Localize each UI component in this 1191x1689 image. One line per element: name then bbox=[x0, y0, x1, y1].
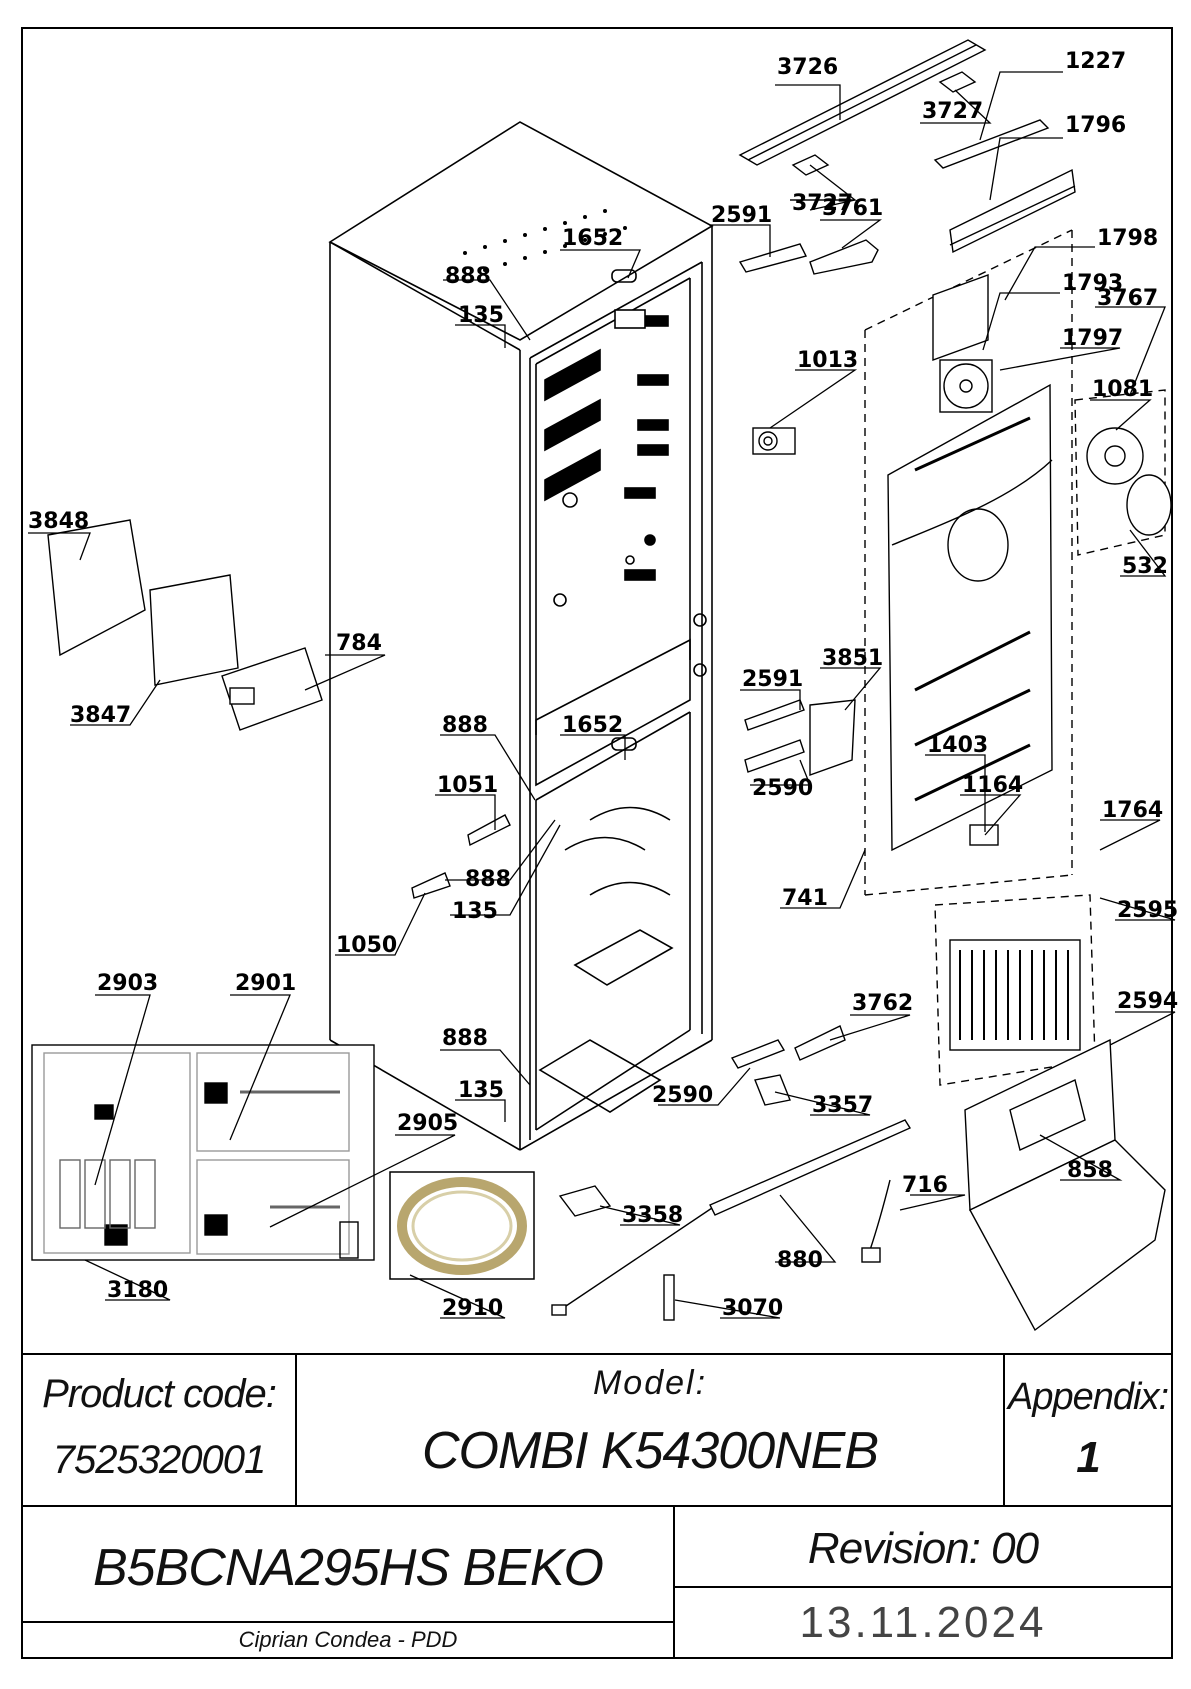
callout-1793: 1793 bbox=[1062, 271, 1123, 296]
callout-1797: 1797 bbox=[1062, 326, 1123, 351]
callout-3727: 3727 bbox=[922, 99, 983, 124]
callout-888: 888 bbox=[445, 264, 491, 289]
fan-duct-assembly bbox=[864, 229, 1073, 896]
callout-2594: 2594 bbox=[1117, 989, 1178, 1014]
callout-888: 888 bbox=[442, 713, 488, 738]
callout-3851: 3851 bbox=[822, 646, 883, 671]
product-code-label: Product code: bbox=[42, 1371, 277, 1416]
callout-1227: 1227 bbox=[1065, 49, 1126, 74]
callout-3727: 3727 bbox=[792, 191, 853, 216]
callout-784: 784 bbox=[336, 631, 382, 656]
condenser-coil bbox=[934, 894, 1096, 1086]
top-trim-parts bbox=[738, 39, 1076, 455]
callout-labels: 3726 1227 3727 1796 3727 3761 2591 1652 … bbox=[28, 49, 1178, 1321]
callout-532: 532 bbox=[1122, 554, 1168, 579]
leader-lines bbox=[28, 71, 1176, 1319]
revision: Revision: 00 bbox=[807, 1524, 1039, 1573]
callout-1796: 1796 bbox=[1065, 113, 1126, 138]
appendix-value: 1 bbox=[1076, 1433, 1100, 1482]
sheet-border bbox=[21, 27, 1173, 1659]
compressor-cover bbox=[964, 1038, 1166, 1332]
callout-2903: 2903 bbox=[97, 971, 158, 996]
callout-1652: 1652 bbox=[562, 226, 623, 251]
callout-3761: 3761 bbox=[822, 196, 883, 221]
callout-1081: 1081 bbox=[1092, 377, 1153, 402]
title-block-grid bbox=[22, 1353, 1172, 1658]
callout-135: 135 bbox=[458, 303, 504, 328]
callout-716: 716 bbox=[902, 1173, 948, 1198]
callout-1164: 1164 bbox=[962, 773, 1023, 798]
callout-2590: 2590 bbox=[652, 1083, 713, 1108]
callout-858: 858 bbox=[1067, 1158, 1113, 1183]
callout-2901: 2901 bbox=[235, 971, 296, 996]
rear-cover-panels bbox=[47, 519, 323, 731]
callout-2591: 2591 bbox=[742, 667, 803, 692]
revision-date: 13.11.2024 bbox=[799, 1598, 1047, 1647]
callout-2595: 2595 bbox=[1117, 898, 1178, 923]
callout-3848: 3848 bbox=[28, 509, 89, 534]
callout-1764: 1764 bbox=[1102, 798, 1163, 823]
bottom-parts bbox=[551, 1025, 912, 1321]
callout-741: 741 bbox=[782, 886, 828, 911]
callout-1798: 1798 bbox=[1097, 226, 1158, 251]
callout-1403: 1403 bbox=[927, 733, 988, 758]
callout-888: 888 bbox=[465, 867, 511, 892]
label-sheet bbox=[31, 1044, 375, 1261]
product-name: B5BCNA295HS BEKO bbox=[92, 1539, 604, 1597]
cabinet-body bbox=[328, 121, 714, 1151]
callout-1050: 1050 bbox=[336, 933, 397, 958]
middle-brackets bbox=[411, 699, 856, 899]
callout-1051: 1051 bbox=[437, 773, 498, 798]
callout-2591: 2591 bbox=[711, 203, 772, 228]
door-gasket-photo bbox=[389, 1171, 535, 1280]
callout-3762: 3762 bbox=[852, 991, 913, 1016]
callout-3767: 3767 bbox=[1097, 286, 1158, 311]
product-code-value: 7525320001 bbox=[52, 1437, 266, 1482]
cabinet-top-holes bbox=[463, 209, 627, 272]
fan-motor-group bbox=[1074, 389, 1172, 556]
callout-3180: 3180 bbox=[107, 1278, 168, 1303]
callout-2910: 2910 bbox=[442, 1296, 503, 1321]
callout-2905: 2905 bbox=[397, 1111, 458, 1136]
callout-1013: 1013 bbox=[797, 348, 858, 373]
callout-3358: 3358 bbox=[622, 1203, 683, 1228]
callout-135: 135 bbox=[458, 1078, 504, 1103]
callout-2590: 2590 bbox=[752, 776, 813, 801]
callout-3726: 3726 bbox=[777, 55, 838, 80]
callout-880: 880 bbox=[777, 1248, 823, 1273]
callout-1652: 1652 bbox=[562, 713, 623, 738]
callout-3070: 3070 bbox=[722, 1296, 783, 1321]
callout-3357: 3357 bbox=[812, 1093, 873, 1118]
appendix-label: Appendix: bbox=[1007, 1375, 1169, 1418]
model-value: COMBI K54300NEB bbox=[421, 1422, 879, 1480]
callout-135: 135 bbox=[452, 899, 498, 924]
author: Ciprian Condea - PDD bbox=[238, 1627, 458, 1652]
model-label: Model: bbox=[592, 1363, 708, 1402]
callout-888: 888 bbox=[442, 1026, 488, 1051]
callout-3847: 3847 bbox=[70, 703, 131, 728]
